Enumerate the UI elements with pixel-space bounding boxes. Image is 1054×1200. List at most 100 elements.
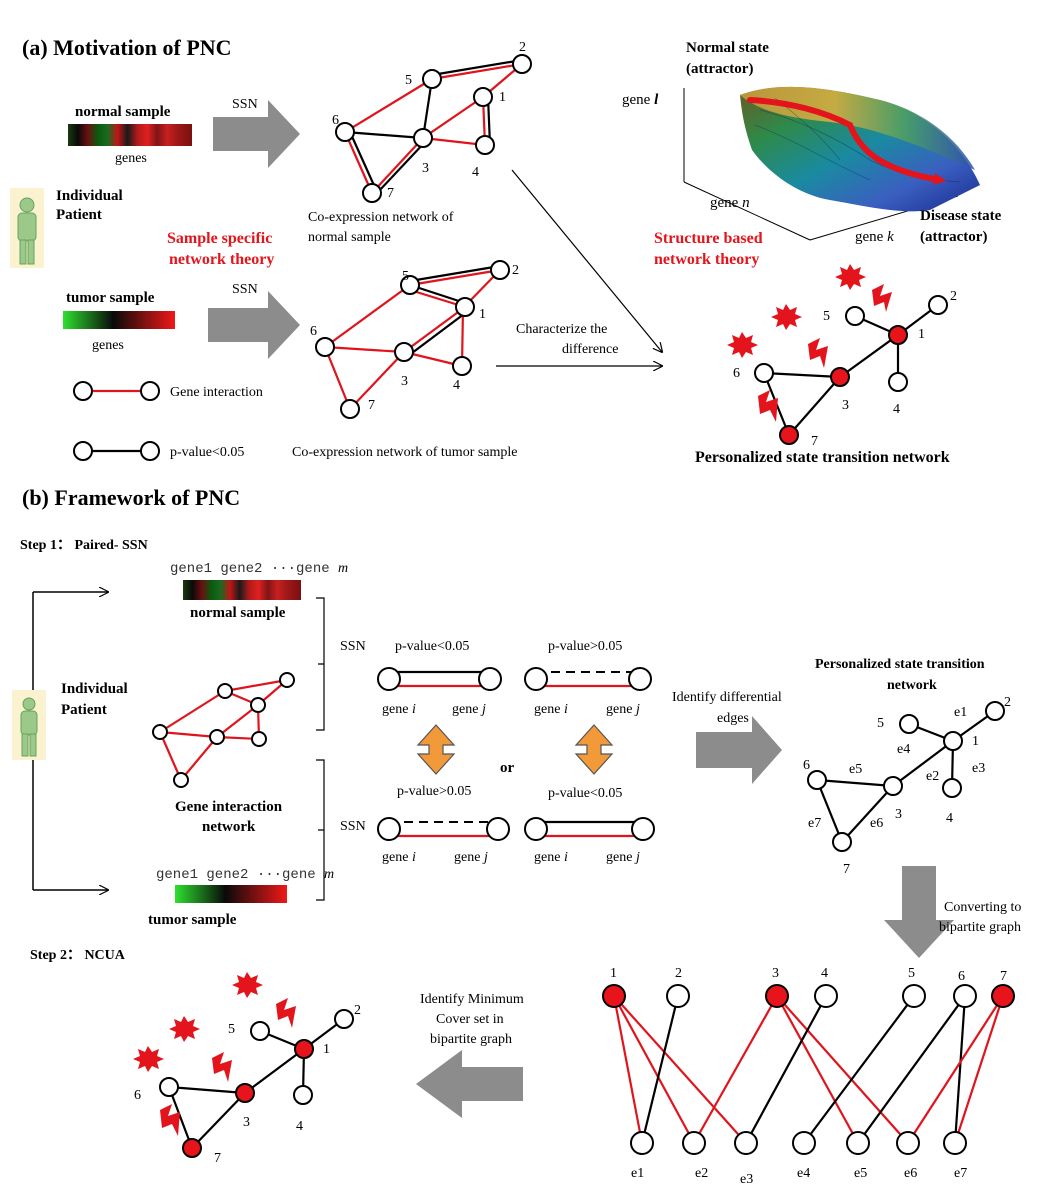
node-label: 2	[354, 1003, 361, 1018]
normal-caption: Co-expression network of	[308, 210, 454, 225]
node-label: 6	[310, 324, 317, 339]
swap-arrow	[416, 724, 456, 775]
node-label: 2	[1004, 695, 1011, 710]
edge-label: e2	[926, 769, 939, 784]
tumor-network	[315, 260, 510, 419]
min-cover-arrow	[416, 1050, 523, 1118]
legend-gene-interaction-label: Gene interaction	[170, 385, 263, 400]
node-label: 7	[1000, 969, 1007, 984]
normal-sample-label: normal sample	[75, 104, 171, 120]
ssn-theory-title: Sample specific	[167, 230, 272, 247]
patient-label-b: Patient	[61, 702, 107, 718]
bracket-tumor	[316, 759, 325, 901]
node-label: 1	[499, 90, 506, 105]
node-label: 6	[803, 758, 810, 773]
tumor-sample-label: tumor sample	[66, 290, 155, 306]
starburst-icon	[133, 972, 263, 1072]
normal-gene-header: gene1 gene2 ···gene m	[170, 561, 348, 577]
gene-j-label: gene j	[606, 850, 640, 865]
node-label: 6	[332, 113, 339, 128]
structure-theory-title: Structure based	[654, 230, 763, 247]
normal-network	[335, 54, 532, 203]
normal-sample-heatmap	[68, 124, 192, 146]
tumor-sample-heatmap-b	[175, 885, 287, 903]
node-label: 5	[908, 966, 915, 981]
legend-pvalue-label: p-value<0.05	[170, 445, 244, 460]
node-label: 3	[842, 398, 849, 413]
node-label: 7	[811, 434, 818, 449]
node-label: 5	[402, 269, 409, 284]
min-cover-label-3: bipartite graph	[430, 1032, 512, 1047]
node-label: 6	[958, 969, 965, 984]
normal-sample-heatmap-b	[183, 580, 301, 600]
node-label: 5	[823, 309, 830, 324]
axis-gene-l: gene l	[622, 92, 659, 108]
gene-interaction-label-2: network	[202, 819, 256, 835]
tumor-gene-header: gene1 gene2 ···gene m	[156, 867, 334, 883]
node-label: 1	[918, 327, 925, 342]
converting-label-2: bipartite graph	[939, 920, 1021, 935]
edge-pair-sig-2	[524, 817, 655, 841]
gene-interaction-label: Gene interaction	[175, 799, 283, 815]
characterize-arrow-1	[511, 169, 662, 352]
converting-arrow	[884, 866, 954, 958]
node-label: 1	[610, 966, 617, 981]
node-label: 4	[893, 402, 900, 417]
node-label: 2	[675, 966, 682, 981]
tumor-sample-heatmap	[63, 311, 175, 329]
pstn-network-b	[807, 701, 1005, 852]
genes-label: genes	[115, 151, 147, 166]
patient-icon	[10, 188, 44, 268]
normal-state-label: Normal state	[686, 40, 769, 56]
node-label: 7	[387, 186, 394, 201]
disease-state-label: Disease state	[920, 208, 1002, 224]
swap-arrow-2	[574, 724, 614, 775]
pvalue-gt-label: p-value>0.05	[548, 639, 622, 654]
bipartite-graph	[602, 984, 1015, 1155]
edge-node-label: e7	[954, 1166, 967, 1181]
normal-state-label-2: (attractor)	[686, 61, 753, 77]
step2-label: Step 2： NCUA	[30, 948, 126, 963]
gene-i-label: gene i	[382, 702, 416, 717]
ssn-label-2: SSN	[232, 282, 258, 297]
landscape-plot	[683, 86, 980, 241]
individual-label: Individual	[56, 188, 123, 204]
node-label: 3	[401, 374, 408, 389]
node-label: 6	[134, 1088, 141, 1103]
gene-j-label: gene j	[454, 850, 488, 865]
edge-label: e1	[954, 705, 967, 720]
pvalue-lt-label-2: p-value<0.05	[548, 786, 622, 801]
node-label: 2	[519, 40, 526, 55]
node-label: 3	[422, 161, 429, 176]
node-label: 3	[243, 1115, 250, 1130]
or-label: or	[500, 760, 515, 776]
edge-node-label: e2	[695, 1166, 708, 1181]
node-label: 1	[323, 1042, 330, 1057]
genes-label-2: genes	[92, 338, 124, 353]
pvalue-gt-label-2: p-value>0.05	[397, 784, 471, 799]
panel-a-title: (a) Motivation of PNC	[22, 35, 232, 60]
gene-i-label: gene i	[382, 850, 416, 865]
disease-state-label-2: (attractor)	[920, 229, 987, 245]
identify-diff-label-2: edges	[717, 711, 749, 726]
edge-label: e5	[849, 762, 862, 777]
normal-sample-label-b: normal sample	[190, 605, 286, 621]
ssn-label: SSN	[232, 97, 258, 112]
patient-icon-b	[12, 690, 46, 760]
node-label: 4	[821, 966, 828, 981]
starburst-icon	[727, 264, 866, 358]
node-label: 3	[895, 807, 902, 822]
edge-node-label: e5	[854, 1166, 867, 1181]
node-label: 6	[733, 366, 740, 381]
node-label: 5	[405, 73, 412, 88]
tumor-sample-label-b: tumor sample	[148, 912, 237, 928]
node-label: 7	[214, 1151, 221, 1166]
panel-b-title: (b) Framework of PNC	[22, 485, 240, 510]
edge-label: e4	[897, 742, 910, 757]
individual-label-b: Individual	[61, 681, 128, 697]
gene-interaction-network	[152, 672, 295, 788]
node-label: 4	[453, 378, 460, 393]
gene-i-label: gene i	[534, 702, 568, 717]
step1-label: Step 1： Paired- SSN	[20, 538, 148, 553]
